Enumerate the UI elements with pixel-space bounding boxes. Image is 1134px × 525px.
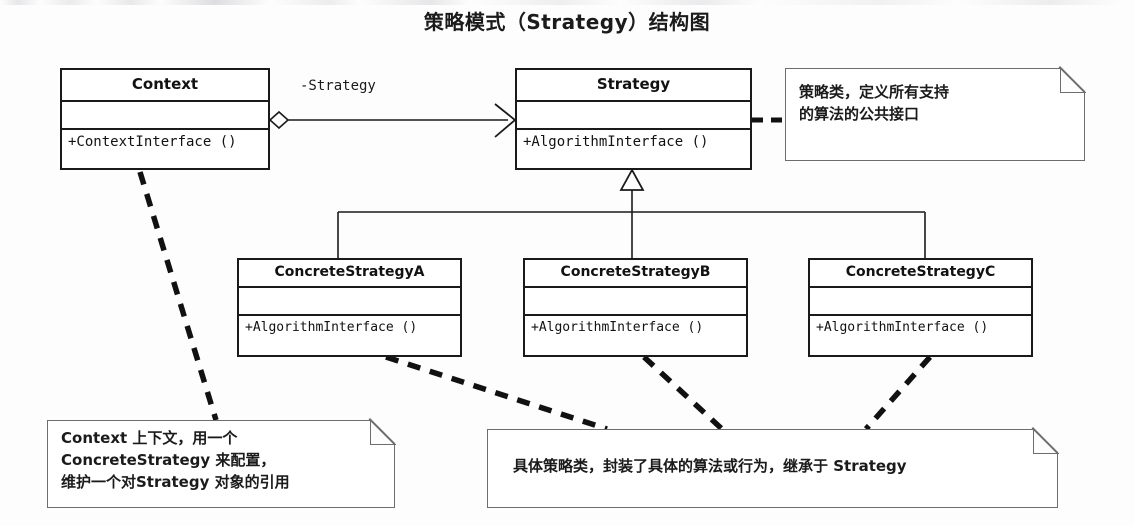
anchor-concrete-c-note	[863, 355, 933, 431]
note-context[interactable]: Context 上下文，用一个 ConcreteStrategy 来配置， 维护…	[47, 419, 396, 508]
note-text-context: Context 上下文，用一个 ConcreteStrategy 来配置， 维护…	[61, 429, 290, 491]
note-fold-icon-context	[370, 419, 396, 445]
class-attributes-strategy	[517, 102, 750, 130]
scan-noise-artifact	[0, 0, 1134, 5]
class-attributes-concrete-strategy-b	[525, 288, 746, 317]
note-fold-icon-strategy	[1060, 67, 1086, 93]
note-text-concrete-strategies: 具体策略类，封装了具体的算法或行为，继承于 Strategy	[513, 457, 907, 475]
class-name-strategy: Strategy	[517, 70, 750, 102]
anchor-concrete-b-note	[642, 354, 724, 432]
class-box-context[interactable]: Context +ContextInterface ()	[60, 68, 270, 170]
class-name-concrete-strategy-c: ConcreteStrategyC	[810, 260, 1031, 289]
class-attributes-concrete-strategy-c	[810, 288, 1031, 317]
anchor-context-note	[137, 171, 219, 421]
class-box-concrete-strategy-a[interactable]: ConcreteStrategyA +AlgorithmInterface ()	[237, 258, 462, 357]
class-name-context: Context	[62, 70, 268, 102]
class-operations-concrete-strategy-b: +AlgorithmInterface ()	[531, 320, 704, 336]
generalization-tree	[337, 168, 926, 258]
class-box-concrete-strategy-b[interactable]: ConcreteStrategyB +AlgorithmInterface ()	[523, 258, 748, 357]
class-attributes-concrete-strategy-a	[239, 288, 460, 317]
class-operations-concrete-strategy-c: +AlgorithmInterface ()	[816, 320, 989, 336]
class-operations-strategy: +AlgorithmInterface ()	[523, 133, 709, 150]
class-box-strategy[interactable]: Strategy +AlgorithmInterface ()	[515, 68, 752, 170]
class-name-concrete-strategy-b: ConcreteStrategyB	[525, 260, 746, 289]
class-box-concrete-strategy-c[interactable]: ConcreteStrategyC +AlgorithmInterface ()	[808, 258, 1033, 357]
class-name-concrete-strategy-a: ConcreteStrategyA	[239, 260, 460, 289]
note-shape-concrete-strategies	[487, 429, 1058, 508]
note-concrete-strategies[interactable]: 具体策略类，封装了具体的算法或行为，继承于 Strategy	[487, 428, 1059, 508]
note-shape-strategy	[785, 68, 1085, 161]
anchor-concrete-a-note	[385, 354, 608, 432]
association-context-strategy	[268, 103, 517, 138]
association-role-label: -Strategy	[300, 78, 376, 94]
note-strategy[interactable]: 策略类，定义所有支持 的算法的公共接口	[785, 67, 1086, 161]
class-operations-context: +ContextInterface ()	[68, 133, 237, 150]
note-fold-icon-concrete-strategies	[1033, 428, 1059, 454]
page-title: 策略模式（Strategy）结构图	[423, 10, 711, 34]
class-attributes-context	[62, 102, 268, 130]
note-text-strategy: 策略类，定义所有支持 的算法的公共接口	[799, 83, 950, 123]
class-operations-concrete-strategy-a: +AlgorithmInterface ()	[245, 320, 418, 336]
note-shape-context	[47, 420, 395, 508]
